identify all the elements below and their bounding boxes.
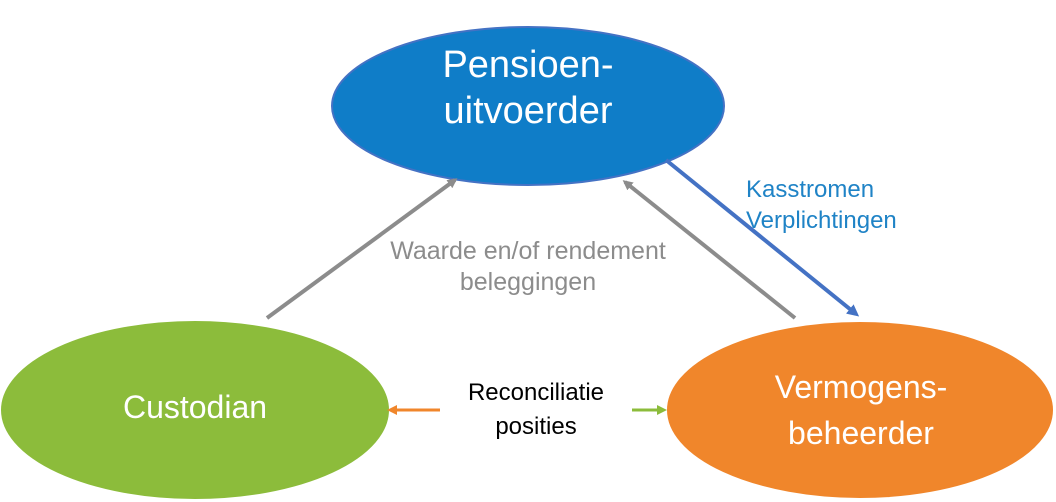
- cash-obligations-label: Kasstromen Verplichtingen: [746, 174, 897, 236]
- value-returns-label-line1: Waarde en/of rendement: [390, 237, 666, 265]
- reconciliation-label-line1: Reconciliatie: [467, 379, 605, 406]
- asset-manager-label-line1: Vermogens-: [774, 369, 948, 405]
- pension-provider-label: Pensioen- uitvoerder: [332, 42, 724, 135]
- pension-provider-node: [331, 26, 725, 186]
- reconciliation-label-line2: posities: [495, 412, 577, 440]
- custodian-to-pension-arrow: [265, 178, 458, 320]
- pension-provider-label-line1: Pensioen-: [442, 44, 614, 86]
- cash-obligations-label-line2: Verplichtingen: [746, 207, 897, 235]
- asset-manager-label-line2: beheerder: [788, 415, 934, 452]
- manager-to-pension-arrow: [622, 180, 797, 320]
- cash-obligations-label-line1: Kasstromen: [746, 176, 875, 203]
- value-returns-label: Waarde en/of rendement beleggingen: [360, 236, 696, 299]
- custodian-label: Custodian: [122, 389, 268, 425]
- reconciliation-label: Reconciliatie posities: [440, 376, 632, 443]
- pension-provider-label-line2: uitvoerder: [443, 90, 613, 133]
- value-returns-label-line2: beleggingen: [459, 268, 597, 297]
- pension-to-manager-arrow: [664, 158, 860, 317]
- asset-manager-label: Vermogens- beheerder: [666, 364, 1056, 457]
